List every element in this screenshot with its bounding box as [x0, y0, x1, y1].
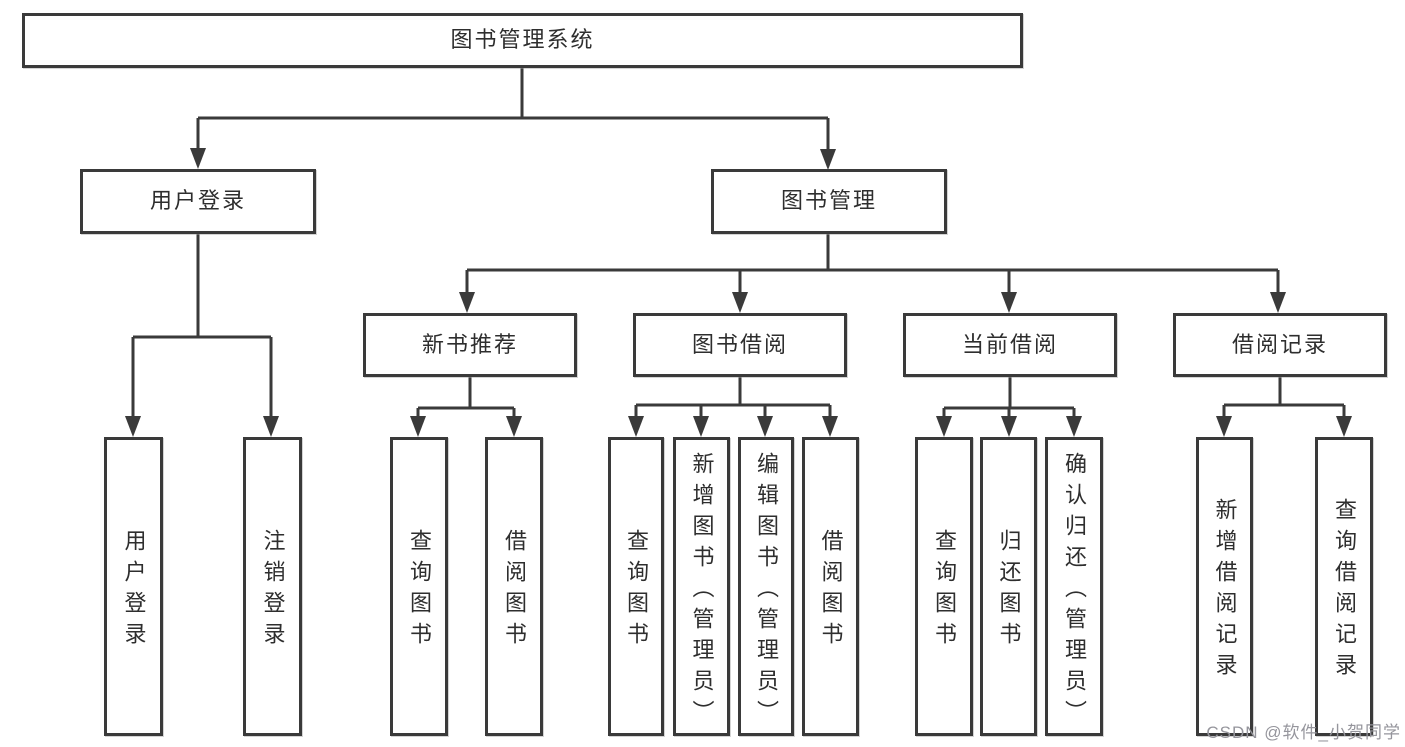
- node-label: 新书推荐: [421, 331, 518, 357]
- node-label: 查询图书: [624, 529, 649, 653]
- node-label: 借阅图书: [818, 529, 844, 653]
- leaf-add-book-admin: 新增图书（管理员）: [673, 437, 730, 736]
- leaf-query-borrow-record: 查询借阅记录: [1315, 437, 1373, 736]
- node-new-book-recommend: 新书推荐: [363, 313, 577, 377]
- leaf-query-books-recommend: 查询图书: [390, 437, 448, 736]
- node-label: 借阅记录: [1231, 331, 1328, 357]
- node-book-management: 图书管理: [711, 169, 947, 234]
- arrowheads: [125, 148, 1352, 437]
- node-root: 图书管理系统: [22, 13, 1023, 68]
- leaf-query-books-current: 查询图书: [915, 437, 973, 736]
- node-label: 确认归还（管理员）: [1062, 451, 1087, 731]
- node-label: 注销登录: [260, 529, 286, 653]
- leaf-confirm-return-admin: 确认归还（管理员）: [1045, 437, 1103, 736]
- leaf-borrow-books-borrow: 借阅图书: [802, 437, 859, 736]
- leaf-query-books-borrow: 查询图书: [608, 437, 664, 736]
- node-label: 编辑图书（管理员）: [754, 451, 779, 731]
- node-borrow-records: 借阅记录: [1173, 313, 1387, 377]
- node-label: 图书管理系统: [450, 27, 595, 53]
- node-label: 新增图书（管理员）: [689, 451, 715, 731]
- node-label: 图书借阅: [691, 331, 788, 357]
- node-label: 新增借阅记录: [1212, 498, 1238, 684]
- leaf-return-book: 归还图书: [980, 437, 1037, 736]
- leaf-borrow-books-recommend: 借阅图书: [485, 437, 543, 736]
- node-label: 归还图书: [996, 529, 1022, 653]
- node-label: 查询图书: [932, 529, 957, 653]
- node-current-borrow: 当前借阅: [903, 313, 1117, 377]
- node-label: 用户登录: [149, 188, 246, 214]
- node-book-borrow: 图书借阅: [633, 313, 847, 377]
- node-label: 用户登录: [121, 529, 147, 653]
- node-user-login: 用户登录: [80, 169, 316, 234]
- leaf-edit-book-admin: 编辑图书（管理员）: [738, 437, 794, 736]
- node-label: 借阅图书: [502, 529, 527, 653]
- node-label: 查询借阅记录: [1332, 498, 1357, 684]
- watermark-text: CSDN @软件_小贺同学: [1206, 723, 1401, 742]
- node-label: 当前借阅: [961, 331, 1058, 357]
- leaf-user-login: 用户登录: [104, 437, 163, 736]
- node-label: 查询图书: [407, 529, 432, 653]
- leaf-logout: 注销登录: [243, 437, 302, 736]
- leaf-add-borrow-record: 新增借阅记录: [1196, 437, 1253, 736]
- node-label: 图书管理: [780, 188, 877, 214]
